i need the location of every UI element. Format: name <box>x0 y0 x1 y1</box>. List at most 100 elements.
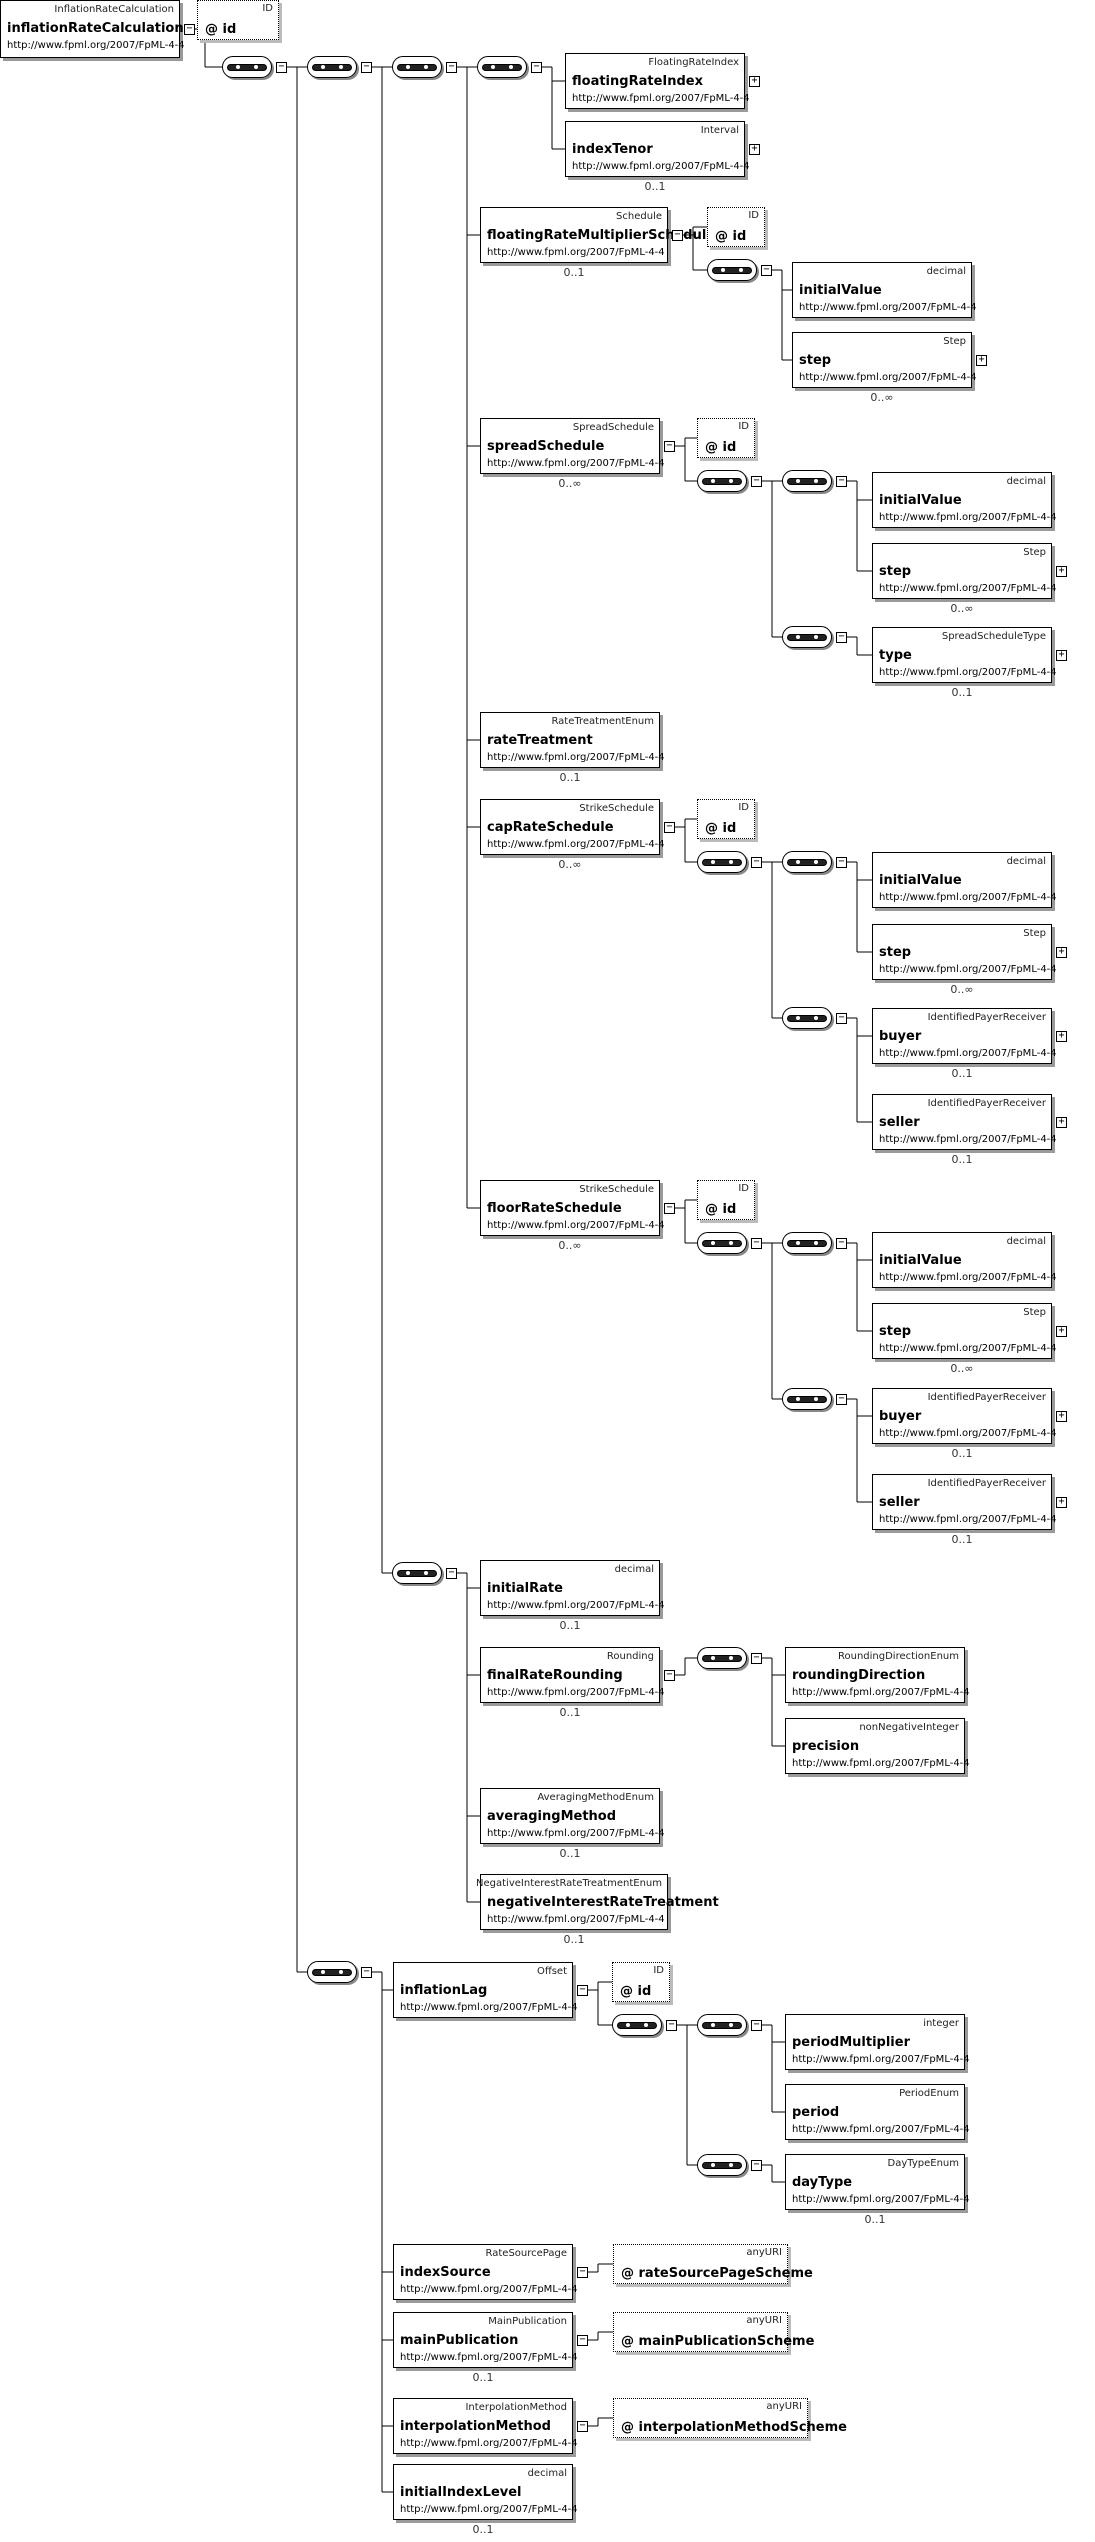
sequence-compositor-icon <box>697 2154 747 2176</box>
attribute-node[interactable]: ID@ id <box>612 1962 670 2002</box>
collapse-icon[interactable]: − <box>666 2020 677 2031</box>
collapse-icon[interactable]: − <box>361 1967 372 1978</box>
collapse-icon[interactable]: − <box>751 1653 762 1664</box>
attribute-type: ID <box>738 1183 749 1194</box>
collapse-icon[interactable]: − <box>751 476 762 487</box>
collapse-icon[interactable]: − <box>531 62 542 73</box>
expand-icon[interactable]: + <box>1056 1117 1067 1128</box>
element-namespace: http://www.fpml.org/2007/FpML-4-4 <box>7 40 185 51</box>
collapse-icon[interactable]: − <box>751 857 762 868</box>
expand-icon[interactable]: + <box>1056 1411 1067 1422</box>
collapse-icon[interactable]: − <box>577 1985 588 1996</box>
collapse-icon[interactable]: − <box>664 822 675 833</box>
collapse-icon[interactable]: − <box>577 2421 588 2432</box>
collapse-icon[interactable]: − <box>446 62 457 73</box>
element-type: SpreadScheduleType <box>941 631 1046 642</box>
collapse-icon[interactable]: − <box>751 2160 762 2171</box>
element-namespace: http://www.fpml.org/2007/FpML-4-4 <box>400 2002 578 2013</box>
expand-icon[interactable]: + <box>976 355 987 366</box>
attribute-node[interactable]: anyURI@ rateSourcePageScheme <box>613 2244 813 2284</box>
collapse-icon[interactable]: − <box>664 1670 675 1681</box>
collapse-icon[interactable]: − <box>577 2335 588 2346</box>
element-type: RoundingDirectionEnum <box>837 1651 959 1662</box>
expand-icon[interactable]: + <box>1056 947 1067 958</box>
expand-icon[interactable]: + <box>1056 650 1067 661</box>
expand-icon[interactable]: + <box>749 76 760 87</box>
collapse-icon[interactable]: − <box>446 1568 457 1579</box>
collapse-icon[interactable]: − <box>276 62 287 73</box>
attribute-node[interactable]: ID@ id <box>697 1180 755 1220</box>
collapse-icon[interactable]: − <box>751 1238 762 1249</box>
expand-icon[interactable]: + <box>749 144 760 155</box>
attribute-node[interactable]: ID@ id <box>697 418 755 458</box>
attribute-node[interactable]: anyURI@ interpolationMethodScheme <box>613 2398 847 2438</box>
collapse-icon[interactable]: − <box>577 2267 588 2278</box>
collapse-icon[interactable]: − <box>836 1013 847 1024</box>
element-namespace: http://www.fpml.org/2007/FpML-4-4 <box>487 752 665 763</box>
collapse-icon[interactable]: − <box>664 441 675 452</box>
collapse-icon[interactable]: − <box>836 1394 847 1405</box>
element-type: RateSourcePage <box>485 2248 567 2259</box>
collapse-icon[interactable]: − <box>184 24 195 35</box>
element-type: Step <box>1023 1307 1046 1318</box>
element-name: spreadSchedule <box>487 439 605 454</box>
occurrence-label: 0..∞ <box>558 1239 582 1252</box>
element-namespace: http://www.fpml.org/2007/FpML-4-4 <box>879 1514 1057 1525</box>
collapse-icon[interactable]: − <box>836 632 847 643</box>
collapse-icon[interactable]: − <box>664 1203 675 1214</box>
attribute-node[interactable]: ID@ id <box>197 0 279 40</box>
expand-icon[interactable]: + <box>1056 1031 1067 1042</box>
expand-icon[interactable]: + <box>1056 566 1067 577</box>
element-name: step <box>879 1324 912 1339</box>
collapse-icon[interactable]: − <box>836 476 847 487</box>
collapse-icon[interactable]: − <box>761 265 772 276</box>
collapse-icon[interactable]: − <box>751 2020 762 2031</box>
collapse-icon[interactable]: − <box>672 230 683 241</box>
collapse-icon[interactable]: − <box>836 1238 847 1249</box>
attribute-node[interactable]: ID@ id <box>697 799 755 839</box>
occurrence-label: 0..1 <box>563 1933 585 1946</box>
expand-icon[interactable]: + <box>1056 1497 1067 1508</box>
element-name: initialValue <box>879 1253 962 1268</box>
attribute-node[interactable]: anyURI@ mainPublicationScheme <box>613 2312 814 2352</box>
attribute-node[interactable]: ID@ id <box>707 207 765 247</box>
expand-icon[interactable]: + <box>1056 1326 1067 1337</box>
collapse-icon[interactable]: − <box>836 857 847 868</box>
collapse-icon[interactable]: − <box>361 62 372 73</box>
